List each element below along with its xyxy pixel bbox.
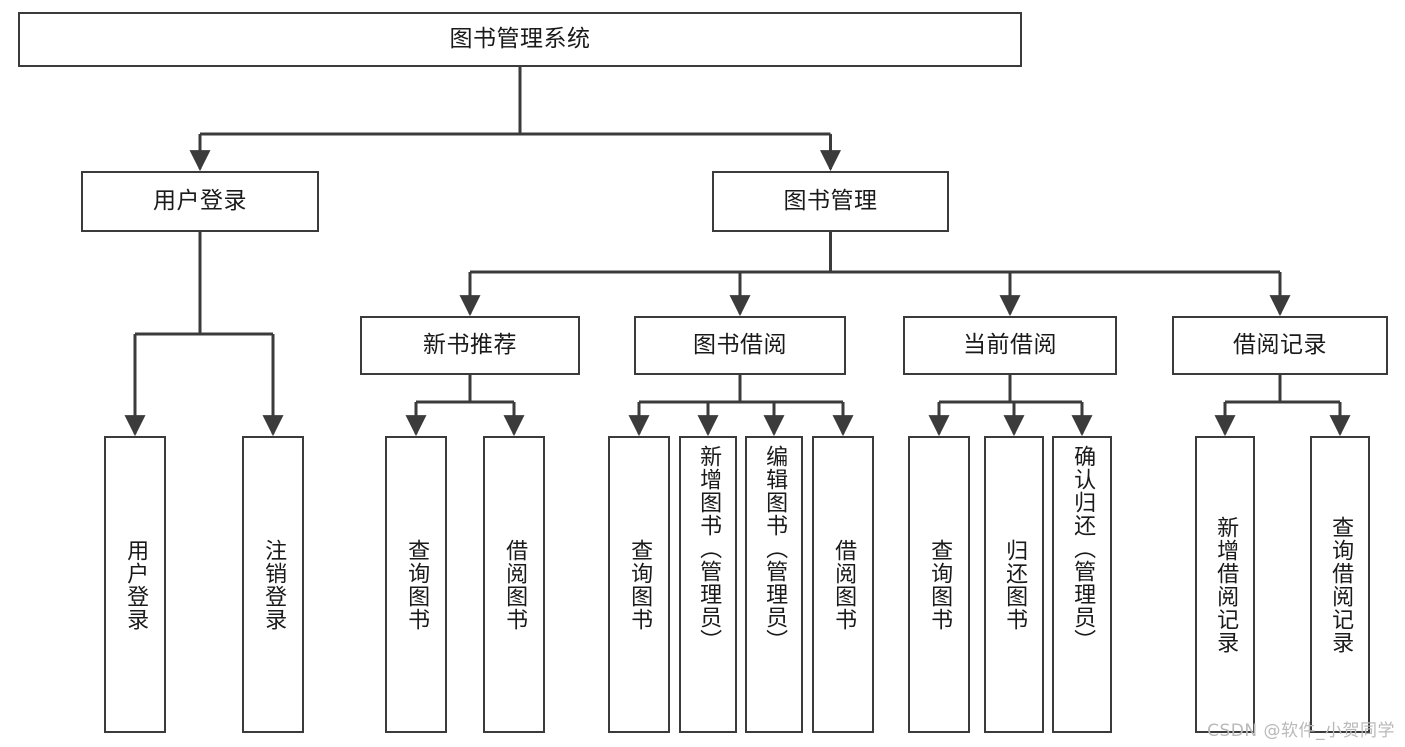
- node-leaf-add-book-admin[interactable]: 新增图书（管理员）: [679, 436, 737, 733]
- node-leaf-query-book-rec-label: 查询图书: [404, 538, 430, 631]
- node-root-label: 图书管理系统: [449, 26, 591, 53]
- node-leaf-logout-label: 注销登录: [261, 538, 287, 631]
- node-leaf-query-borrow-record-label: 查询借阅记录: [1328, 515, 1354, 654]
- node-leaf-add-borrow-record-label: 新增借阅记录: [1213, 515, 1239, 654]
- node-book-manage[interactable]: 图书管理: [712, 171, 949, 232]
- node-leaf-user-login[interactable]: 用户登录: [104, 436, 166, 733]
- node-root[interactable]: 图书管理系统: [18, 12, 1022, 67]
- node-leaf-edit-book-admin-label: 编辑图书（管理员）: [762, 445, 788, 652]
- node-user-login[interactable]: 用户登录: [81, 171, 319, 232]
- node-leaf-query-book-borrow-label: 查询图书: [627, 538, 653, 631]
- node-leaf-add-borrow-record[interactable]: 新增借阅记录: [1195, 436, 1255, 733]
- watermark: CSDN @软件_小贺同学: [1207, 721, 1395, 741]
- node-leaf-query-book-cur-label: 查询图书: [927, 538, 953, 631]
- node-leaf-query-book-cur[interactable]: 查询图书: [908, 436, 970, 733]
- node-book-borrow[interactable]: 图书借阅: [634, 316, 846, 375]
- node-borrow-record[interactable]: 借阅记录: [1172, 316, 1388, 375]
- node-leaf-edit-book-admin[interactable]: 编辑图书（管理员）: [745, 436, 803, 733]
- node-leaf-query-book-borrow[interactable]: 查询图书: [608, 436, 670, 733]
- node-leaf-confirm-return-admin-label: 确认归还（管理员）: [1070, 445, 1096, 652]
- node-leaf-borrow-book-rec-label: 借阅图书: [502, 538, 528, 631]
- node-current-borrow-label: 当前借阅: [963, 332, 1057, 359]
- node-new-book-recommend-label: 新书推荐: [423, 332, 517, 359]
- node-current-borrow[interactable]: 当前借阅: [903, 316, 1117, 375]
- node-leaf-user-login-label: 用户登录: [123, 538, 149, 631]
- node-new-book-recommend[interactable]: 新书推荐: [360, 316, 580, 375]
- node-leaf-confirm-return-admin[interactable]: 确认归还（管理员）: [1052, 436, 1112, 733]
- node-leaf-borrow-book-rec[interactable]: 借阅图书: [483, 436, 545, 733]
- node-user-login-label: 用户登录: [153, 188, 247, 215]
- node-leaf-return-book[interactable]: 归还图书: [984, 436, 1044, 733]
- node-leaf-return-book-label: 归还图书: [1002, 538, 1028, 631]
- node-leaf-logout[interactable]: 注销登录: [242, 436, 304, 733]
- node-book-manage-label: 图书管理: [783, 188, 878, 215]
- node-leaf-borrow-book[interactable]: 借阅图书: [812, 436, 874, 733]
- node-leaf-borrow-book-label: 借阅图书: [831, 538, 857, 631]
- node-book-borrow-label: 图书借阅: [693, 332, 787, 359]
- node-leaf-query-book-rec[interactable]: 查询图书: [385, 436, 447, 733]
- node-borrow-record-label: 借阅记录: [1233, 332, 1327, 359]
- node-leaf-add-book-admin-label: 新增图书（管理员）: [696, 445, 722, 652]
- node-leaf-query-borrow-record[interactable]: 查询借阅记录: [1310, 436, 1370, 733]
